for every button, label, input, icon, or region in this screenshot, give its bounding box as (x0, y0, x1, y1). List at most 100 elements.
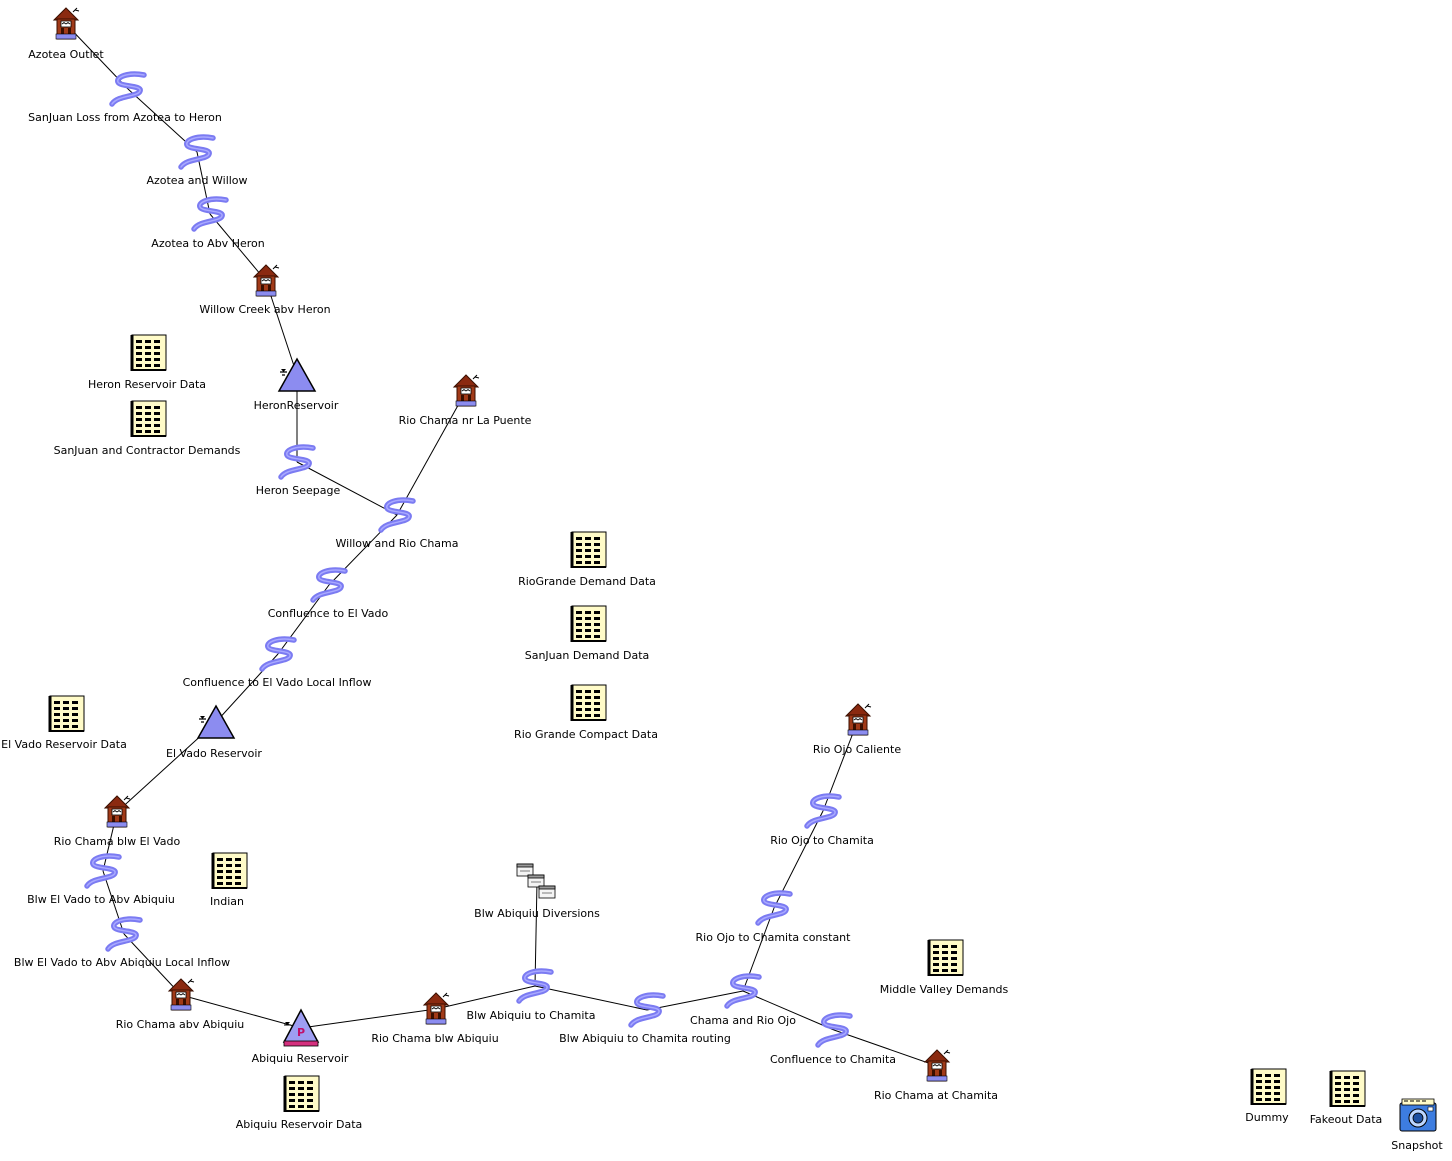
node-label-blw-el-vado-local: Blw El Vado to Abv Abiquiu Local Inflow (13, 956, 231, 969)
data-table-icon[interactable] (282, 1075, 320, 1113)
link-chama-rio-ojo-to-confluence-chamita (742, 990, 835, 1031)
node-riogrande-demand[interactable] (569, 531, 607, 569)
node-dummy[interactable] (1249, 1068, 1287, 1106)
node-blw-abiquiu-div[interactable] (516, 863, 556, 899)
data-table-icon[interactable] (129, 334, 167, 372)
gage-icon[interactable] (845, 703, 872, 736)
node-indian[interactable] (210, 852, 248, 890)
node-rio-chama-la-puente[interactable] (453, 374, 480, 407)
node-label-heron-reservoir: HeronReservoir (253, 399, 339, 412)
node-willow-creek[interactable] (253, 264, 280, 297)
node-el-vado-res-data[interactable] (47, 695, 85, 733)
node-label-blw-el-vado-abv: Blw El Vado to Abv Abiquiu (27, 893, 175, 906)
gage-icon[interactable] (53, 7, 80, 40)
node-label-el-vado-reservoir: El Vado Reservoir (166, 747, 262, 760)
node-label-heron-seepage: Heron Seepage (255, 484, 341, 497)
node-el-vado-reservoir[interactable] (197, 705, 235, 739)
node-label-rio-chama-la-puente: Rio Chama nr La Puente (398, 414, 532, 427)
link-blw-abiquiu-chamita-to-blw-abiquiu-routing (534, 985, 648, 1011)
data-table-icon[interactable] (926, 939, 964, 977)
node-label-rio-ojo-chamita-const: Rio Ojo to Chamita constant (695, 931, 851, 944)
node-fakeout[interactable] (1328, 1070, 1366, 1108)
link-abiquiu-reservoir-to-rio-chama-blw-abiquiu (300, 1008, 437, 1029)
node-rio-chama-blw-el-vado[interactable] (104, 795, 131, 828)
node-heron-res-data[interactable] (129, 334, 167, 372)
data-table-icon[interactable] (129, 400, 167, 438)
icon-layer (47, 7, 1437, 1132)
gage-icon[interactable] (253, 264, 280, 297)
reservoir-icon[interactable] (197, 705, 235, 739)
node-abiquiu-res-data[interactable] (282, 1075, 320, 1113)
node-label-azotea-willow: Azotea and Willow (146, 174, 248, 187)
node-blw-abiquiu-routing[interactable] (631, 995, 663, 1025)
gage-icon[interactable] (423, 992, 450, 1025)
node-label-sanjuan-demand: SanJuan Demand Data (524, 649, 650, 662)
power-reservoir-icon[interactable] (283, 1009, 319, 1047)
node-snapshot[interactable] (1399, 1098, 1437, 1132)
node-rio-grande-compact[interactable] (569, 684, 607, 722)
node-label-confluence-el-vado: Confluence to El Vado (267, 607, 389, 620)
link-azotea-abv-heron-to-willow-creek (209, 213, 267, 282)
gage-icon[interactable] (168, 978, 195, 1011)
node-label-abiquiu-res-data: Abiquiu Reservoir Data (235, 1118, 363, 1131)
node-label-heron-res-data: Heron Reservoir Data (87, 378, 207, 391)
link-azotea-willow-to-azotea-abv-heron (196, 151, 211, 215)
gage-icon[interactable] (453, 374, 480, 407)
node-label-rio-chama-blw-el-vado: Rio Chama blw El Vado (53, 835, 181, 848)
node-middle-valley[interactable] (926, 939, 964, 977)
link-rio-chama-blw-abiquiu-to-blw-abiquiu-chamita (435, 985, 536, 1010)
link-blw-abiquiu-div-to-blw-abiquiu-chamita (534, 881, 538, 987)
node-azotea-outlet[interactable] (53, 7, 80, 40)
node-label-sanjuan-loss: SanJuan Loss from Azotea to Heron (28, 111, 222, 124)
data-table-icon[interactable] (569, 605, 607, 643)
data-table-icon[interactable] (1328, 1070, 1366, 1108)
link-willow-creek-to-heron-reservoir (265, 280, 298, 376)
node-label-abiquiu-reservoir: Abiquiu Reservoir (251, 1052, 349, 1065)
node-label-dummy: Dummy (1245, 1111, 1289, 1124)
reach-icon[interactable] (631, 995, 663, 1025)
node-label-rio-ojo-chamita: Rio Ojo to Chamita (770, 834, 874, 847)
data-table-icon[interactable] (569, 684, 607, 722)
node-label-confluence-local: Confluence to El Vado Local Inflow (182, 676, 372, 689)
node-label-rio-chama-abv-abiquiu: Rio Chama abv Abiquiu (115, 1018, 245, 1031)
node-label-el-vado-res-data: El Vado Reservoir Data (1, 738, 127, 751)
node-label-riogrande-demand: RioGrande Demand Data (518, 575, 656, 588)
node-label-blw-abiquiu-div: Blw Abiquiu Diversions (474, 907, 600, 920)
node-label-rio-chama-blw-abiquiu: Rio Chama blw Abiquiu (371, 1032, 499, 1045)
node-label-rio-chama-chamita: Rio Chama at Chamita (873, 1089, 999, 1102)
node-heron-reservoir[interactable] (278, 358, 316, 392)
node-label-sanjuan-contractor: SanJuan and Contractor Demands (53, 444, 241, 457)
camera-icon[interactable] (1399, 1098, 1437, 1132)
node-sanjuan-demand[interactable] (569, 605, 607, 643)
link-heron-seepage-to-willow-rio-chama (296, 461, 398, 516)
reservoir-icon[interactable] (278, 358, 316, 392)
node-label-willow-rio-chama: Willow and Rio Chama (335, 537, 459, 550)
link-blw-abiquiu-routing-to-chama-rio-ojo (646, 990, 744, 1011)
node-rio-chama-abv-abiquiu[interactable] (168, 978, 195, 1011)
data-table-icon[interactable] (1249, 1068, 1287, 1106)
gage-icon[interactable] (924, 1049, 951, 1082)
link-rio-chama-la-puente-to-willow-rio-chama (396, 390, 467, 516)
diversion-icon[interactable] (516, 863, 556, 899)
data-table-icon[interactable] (47, 695, 85, 733)
data-table-icon[interactable] (210, 852, 248, 890)
link-confluence-chamita-to-rio-chama-chamita (833, 1029, 938, 1067)
node-rio-ojo-caliente[interactable] (845, 703, 872, 736)
node-rio-chama-chamita[interactable] (924, 1049, 951, 1082)
data-table-icon[interactable] (569, 531, 607, 569)
node-label-chama-rio-ojo: Chama and Rio Ojo (690, 1014, 796, 1027)
node-label-willow-creek: Willow Creek abv Heron (199, 303, 331, 316)
node-label-fakeout: Fakeout Data (1309, 1113, 1383, 1126)
link-rio-chama-abv-abiquiu-to-abiquiu-reservoir (180, 994, 302, 1029)
gage-icon[interactable] (104, 795, 131, 828)
node-label-azotea-outlet: Azotea Outlet (28, 48, 104, 61)
node-abiquiu-reservoir[interactable] (283, 1009, 319, 1047)
node-label-blw-abiquiu-chamita: Blw Abiquiu to Chamita (466, 1009, 596, 1022)
node-rio-chama-blw-abiquiu[interactable] (423, 992, 450, 1025)
node-label-middle-valley: Middle Valley Demands (879, 983, 1009, 996)
node-label-snapshot: Snapshot (1391, 1139, 1443, 1152)
link-blw-el-vado-abv-to-blw-el-vado-local (102, 870, 125, 935)
node-label-rio-grande-compact: Rio Grande Compact Data (514, 728, 658, 741)
node-sanjuan-contractor[interactable] (129, 400, 167, 438)
